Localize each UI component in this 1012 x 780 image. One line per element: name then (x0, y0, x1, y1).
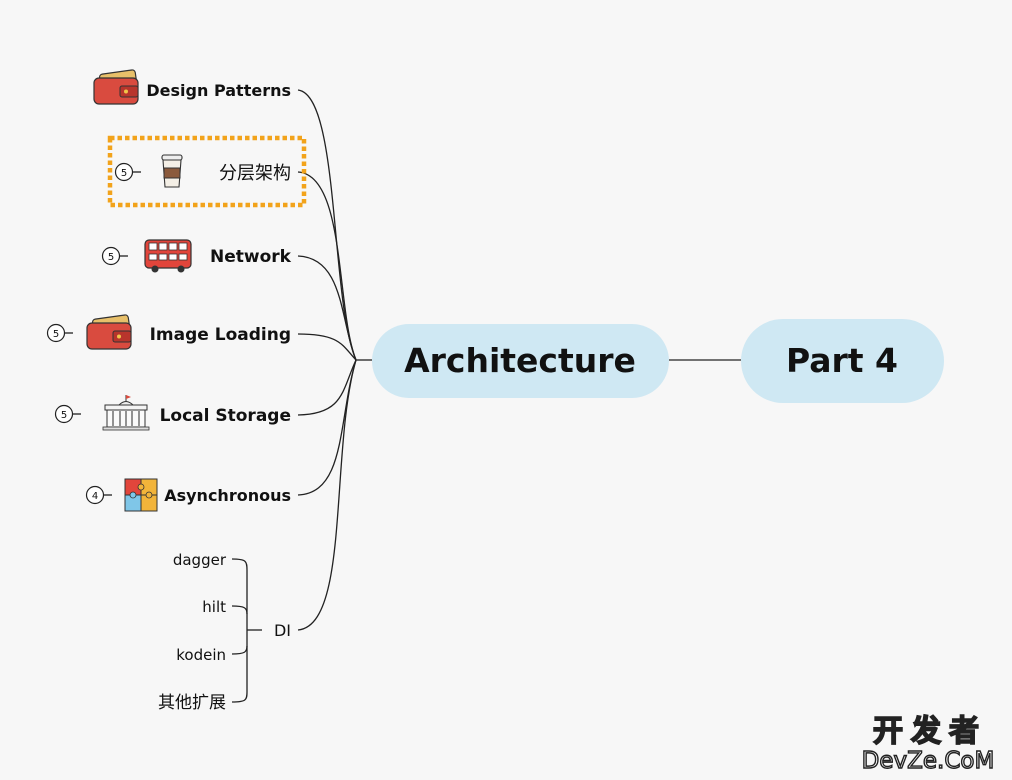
root-label: Part 4 (786, 341, 898, 380)
branch-network[interactable]: 5 Network (101, 239, 292, 273)
branch-asynchronous[interactable]: 4 Asynchronous (85, 478, 292, 512)
branch-label: Network (210, 247, 292, 267)
di-child-hilt[interactable]: hilt (202, 598, 226, 616)
connector-branch-3 (297, 333, 357, 361)
collapse-badge[interactable] (54, 404, 74, 424)
di-child-other-extensions[interactable]: 其他扩展 (158, 693, 226, 713)
watermark: 开发者 DevZe.CoM (861, 713, 995, 775)
branch-label: Image Loading (150, 325, 291, 345)
connector-branch-2 (297, 255, 357, 361)
connector-branch-0 (297, 89, 357, 361)
branch-label: Design Patterns (146, 81, 291, 100)
main-label: Architecture (404, 341, 636, 380)
main-node[interactable]: Architecture (372, 324, 669, 398)
bus-icon (144, 239, 192, 273)
government-building-icon (102, 395, 150, 431)
di-tick-hilt (231, 605, 248, 615)
wallet-icon (86, 314, 132, 350)
di-label: DI (274, 621, 291, 640)
collapse-badge[interactable] (46, 323, 66, 343)
di-child-dagger[interactable]: dagger (173, 551, 227, 569)
selection-frame (107, 135, 307, 208)
branch-image-loading[interactable]: 5 Image Loading (46, 314, 292, 350)
badge-count: 5 (61, 410, 67, 421)
connector-branch-4 (297, 359, 357, 416)
branch-label: 分层架构 (219, 163, 291, 184)
collapse-badge[interactable] (101, 246, 121, 266)
main-pill (372, 324, 669, 398)
badge-count: 5 (108, 252, 114, 263)
branch-label: Local Storage (160, 406, 291, 426)
branch-di[interactable]: DI (274, 621, 291, 640)
coffee-cup-icon (161, 154, 183, 188)
di-tick-kodein (231, 645, 248, 655)
connector-branch-di (297, 359, 357, 631)
branch-label: Asynchronous (164, 486, 291, 505)
root-node[interactable]: Part 4 (741, 319, 944, 403)
branch-design-patterns[interactable]: Design Patterns (93, 69, 291, 105)
di-bracket (231, 558, 248, 703)
collapse-badge[interactable] (114, 162, 134, 182)
watermark-en: DevZe.CoM (862, 748, 995, 774)
badge-count: 5 (53, 329, 59, 340)
di-child-kodein[interactable]: kodein (176, 646, 226, 664)
badge-count: 4 (92, 491, 98, 502)
collapse-badge[interactable] (85, 485, 105, 505)
root-pill (741, 319, 944, 403)
branch-layered-architecture[interactable]: 5 分层架构 (114, 154, 292, 188)
connector-lines (65, 89, 741, 703)
wallet-icon (93, 69, 139, 105)
puzzle-icon (124, 478, 158, 512)
badge-count: 5 (121, 168, 127, 179)
branch-local-storage[interactable]: 5 Local Storage (54, 395, 292, 431)
watermark-cn: 开发者 (873, 714, 987, 749)
